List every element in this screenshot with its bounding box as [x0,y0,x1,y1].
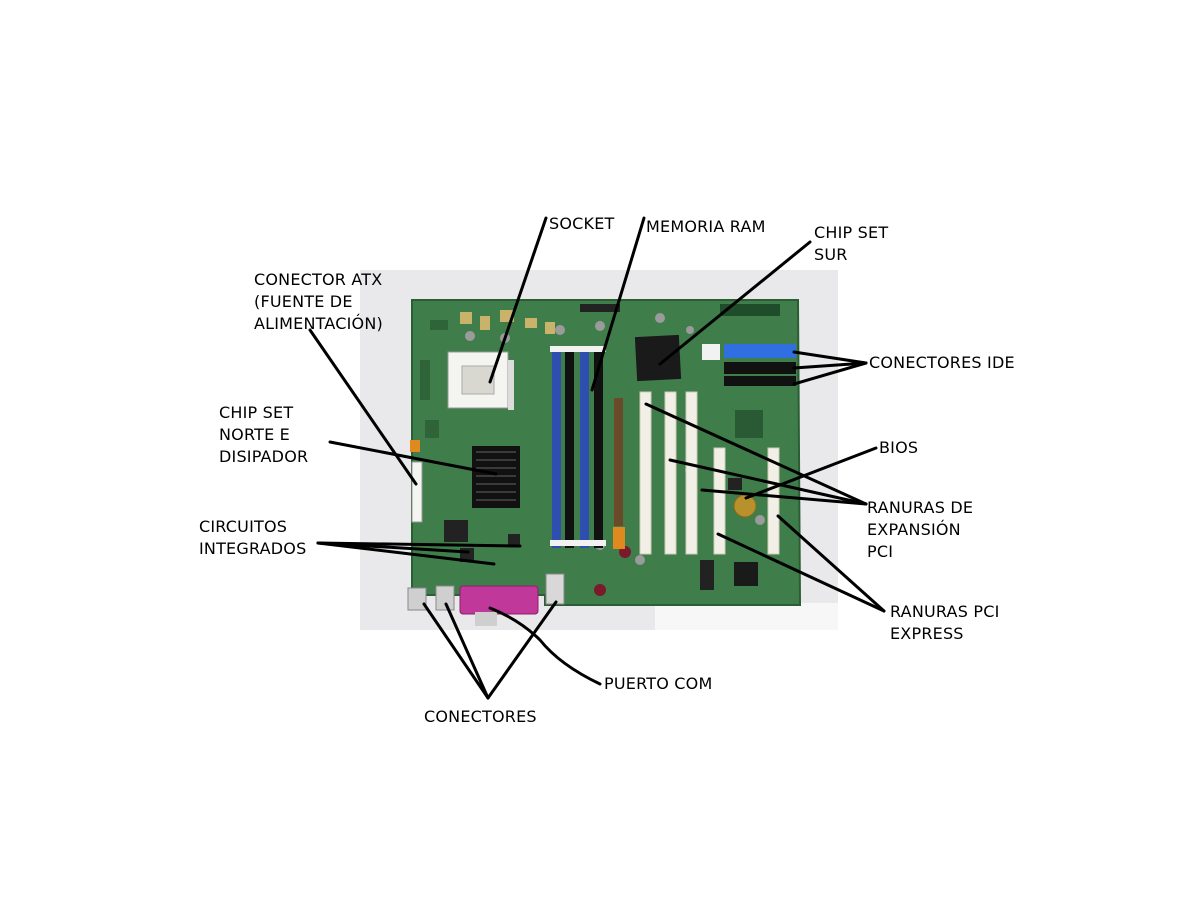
usb-port-right [435,585,455,611]
label-ranuras-pci-line: EXPANSIÓN [867,520,961,539]
leader-ide-1 [792,350,868,365]
leader-conn-2 [444,602,490,700]
leader-socket [488,216,548,384]
label-conector-atx-line: CONECTOR ATX [254,270,383,289]
northbridge-heatsink [472,446,520,508]
label-ranuras-pci-line: PCI [867,542,894,561]
leader-conn-3 [486,600,558,700]
label-chipset-norte: CHIP SET NORTE E DISIPADOR [219,402,308,468]
leader-ic-3 [316,541,496,566]
leader-com [488,606,602,686]
label-chipset-sur: CHIP SET SUR [814,222,888,266]
agp-slot [614,398,623,526]
label-ranuras-pci-express: RANURAS PCI EXPRESS [890,601,1000,645]
label-chipset-norte-line: NORTE E [219,425,290,444]
parallel-port [459,585,539,615]
leader-lines [308,216,886,700]
label-conector-atx: CONECTOR ATX (FUENTE DE ALIMENTACIÓN) [254,269,383,335]
leader-pci-2 [668,458,868,506]
leader-southbridge [658,240,812,366]
leader-ram [590,216,646,392]
leader-atx [308,328,418,486]
label-conector-atx-line: ALIMENTACIÓN) [254,314,383,333]
leader-pci-1 [644,402,868,506]
onboard-chip [734,562,758,586]
rear-io [407,573,565,626]
leader-ide-3 [792,361,868,386]
label-chipset-sur-line: CHIP SET [814,223,889,242]
label-chipset-norte-line: DISIPADOR [219,447,309,466]
southbridge-chip [634,334,682,382]
leader-pcie-2 [776,514,886,613]
ram-slots [550,346,606,548]
label-circuitos-integrados: CIRCUITOS INTEGRADOS [199,516,306,560]
leader-ide-2 [792,361,868,370]
ic-chip-1 [444,520,468,542]
photo-floor [655,603,838,630]
atx-connector [411,461,423,523]
usb-port-left [407,587,427,611]
label-circuitos-integrados-line: CIRCUITOS [199,517,288,536]
label-conector-atx-line: (FUENTE DE [254,292,353,311]
label-conectores-line: CONECTORES [424,707,537,726]
leader-northbridge [328,440,498,476]
label-conectores-ide-line: CONECTORES IDE [869,353,1015,372]
label-ranuras-pci-line: RANURAS DE [867,498,974,517]
cpu-socket [447,351,514,410]
label-circuitos-integrados-line: INTEGRADOS [199,539,307,558]
label-puerto-com: PUERTO COM [604,673,712,695]
label-socket-line: SOCKET [549,214,615,233]
label-chipset-norte-line: CHIP SET [219,403,294,422]
bios-chip [728,478,742,490]
leader-pcie-1 [716,532,886,613]
leader-conn-1 [422,602,490,700]
label-ranuras-pci-express-line: RANURAS PCI [890,602,1000,621]
label-memoria-ram: MEMORIA RAM [646,216,766,238]
pci-slots [639,391,780,555]
label-conectores: CONECTORES [424,706,537,728]
label-memoria-ram-line: MEMORIA RAM [646,217,766,236]
leader-bios [744,446,878,500]
label-ranuras-pci: RANURAS DE EXPANSIÓN PCI [867,497,973,563]
serial-port [475,612,497,626]
label-bios-line: BIOS [879,438,919,457]
label-conectores-ide: CONECTORES IDE [869,352,1015,374]
leader-pci-3 [700,488,868,506]
label-bios: BIOS [879,437,918,459]
lan-port [545,573,565,605]
small-chip [702,344,720,360]
label-ranuras-pci-express-line: EXPRESS [890,624,964,643]
label-puerto-com-line: PUERTO COM [604,674,713,693]
leader-ic-1 [316,541,522,548]
motherboard [410,299,802,606]
ic-chip-3 [508,534,520,546]
label-chipset-sur-line: SUR [814,245,848,264]
label-socket: SOCKET [549,213,615,235]
ide-connectors [724,344,796,386]
